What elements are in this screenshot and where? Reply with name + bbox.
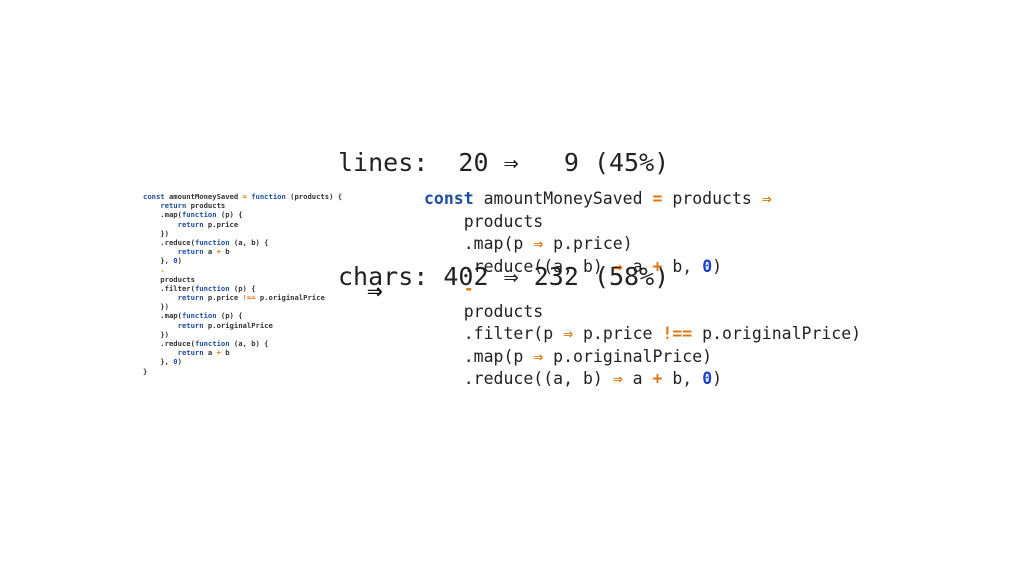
lines-arrow-icon: ⇒ xyxy=(503,148,519,177)
code-line: return a + b xyxy=(177,247,230,257)
code-line: - xyxy=(160,265,165,275)
code-line: return p.price xyxy=(177,219,239,229)
code-line: const amountMoneySaved = function (produ… xyxy=(143,192,343,201)
code-line: return p.price !== p.originalPrice xyxy=(177,293,325,303)
code-stats: lines: 20 ⇒ 9 (45%) chars: 402 ⇒ 232 (58… xyxy=(338,68,669,334)
code-line: .map(function (p) { xyxy=(143,210,243,220)
code-line: }) xyxy=(143,302,169,312)
code-line: products xyxy=(424,301,544,321)
code-line: }) xyxy=(143,228,169,238)
code-line: .map(p ⇒ p.originalPrice) xyxy=(424,346,713,366)
code-line: .reduce(function (a, b) { xyxy=(143,339,269,348)
lines-label: lines: xyxy=(338,148,429,177)
code-line: .reduce((a, b) ⇒ a + b, 0) xyxy=(424,256,723,276)
code-line: - xyxy=(463,279,474,298)
chars-after: 232 xyxy=(533,262,579,291)
before-code-block: const amountMoneySaved = function (produ… xyxy=(143,192,342,376)
code-line: .map(p ⇒ p.price) xyxy=(424,234,633,253)
code-line: } xyxy=(143,366,148,376)
code-line: }, 0) xyxy=(143,256,182,266)
code-line: return a + b xyxy=(177,348,230,358)
code-line: .map(function (p) { xyxy=(143,311,243,321)
chars-percent: (58%) xyxy=(593,262,670,291)
chars-arrow-icon: ⇒ xyxy=(503,262,519,291)
code-line: return products xyxy=(160,201,226,211)
code-line: }) xyxy=(143,329,169,339)
code-line: .reduce(function (a, b) { xyxy=(143,237,269,247)
after-code-block: const amountMoneySaved = products ⇒ prod… xyxy=(424,188,861,391)
code-line: return p.originalPrice xyxy=(177,320,273,330)
code-line: }, 0) xyxy=(143,357,182,367)
lines-stat: lines: 20 ⇒ 9 (45%) xyxy=(338,144,669,182)
chars-label: chars: xyxy=(338,262,429,291)
code-line: .filter(function (p) { xyxy=(143,283,256,293)
lines-before: 20 xyxy=(458,148,489,177)
code-line: products xyxy=(143,274,195,284)
chars-before: 402 xyxy=(443,262,489,291)
code-line: const amountMoneySaved = products ⇒ xyxy=(424,189,772,208)
code-line: .reduce((a, b) ⇒ a + b, 0) xyxy=(424,369,723,388)
code-line: products xyxy=(424,211,544,231)
chars-stat: chars: 402 ⇒ 232 (58%) xyxy=(338,258,669,296)
code-line: .filter(p ⇒ p.price !== p.originalPrice) xyxy=(424,324,862,343)
lines-percent: (45%) xyxy=(593,148,670,177)
transform-arrow-icon: ⇒ xyxy=(367,276,383,306)
lines-after: 9 xyxy=(563,148,579,177)
